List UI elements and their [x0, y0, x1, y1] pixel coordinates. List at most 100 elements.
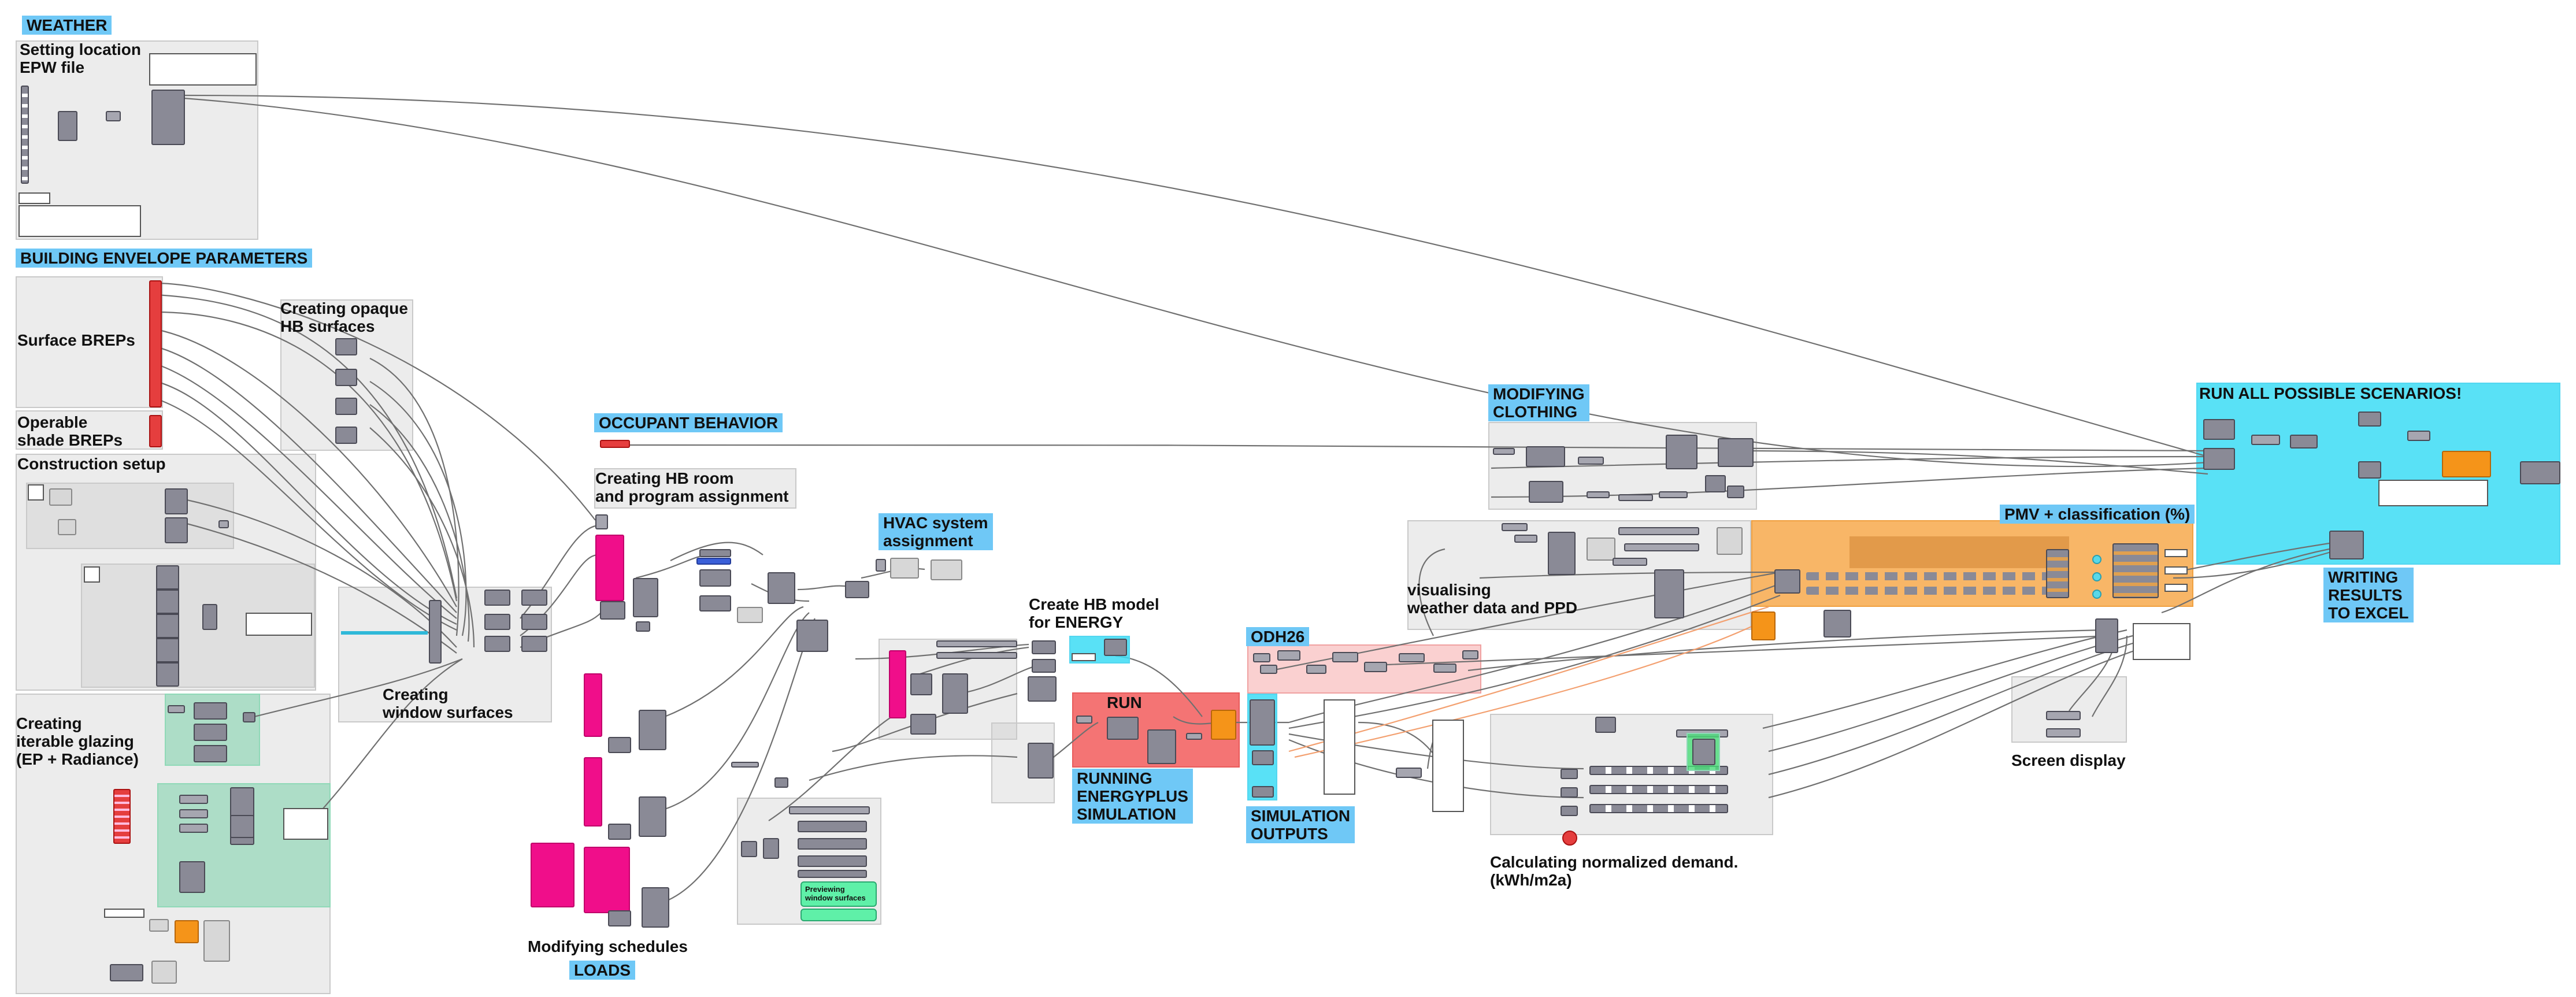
- hvac-node-1[interactable]: [890, 558, 919, 579]
- loads-node-6[interactable]: [608, 910, 631, 926]
- hb-model-panel[interactable]: [1072, 653, 1096, 661]
- hb-model-node-2[interactable]: [1032, 659, 1056, 673]
- display-node-2[interactable]: [2046, 711, 2081, 720]
- clothing-param-2[interactable]: [1578, 457, 1604, 465]
- scenario-excel-node[interactable]: [2520, 461, 2560, 484]
- hb-model-node-3[interactable]: [1028, 676, 1057, 702]
- run-energyplus-node[interactable]: [1147, 729, 1176, 764]
- preview-node-1[interactable]: [741, 841, 757, 857]
- vis-list-5[interactable]: [1613, 558, 1647, 566]
- pmv-node-2[interactable]: [1823, 610, 1851, 638]
- window-node-5[interactable]: [521, 614, 547, 630]
- preview-node-2[interactable]: [763, 838, 779, 859]
- pmv-stack-2[interactable]: [2112, 543, 2159, 598]
- clothing-param-5[interactable]: [1659, 491, 1688, 498]
- loads-node-5[interactable]: [608, 824, 631, 840]
- preview-node-6[interactable]: [798, 870, 867, 878]
- vis-list-2[interactable]: [1514, 535, 1537, 543]
- pmv-orange-node[interactable]: [1751, 611, 1776, 640]
- opaque-node-3[interactable]: [335, 398, 357, 415]
- weather-small-panel[interactable]: [18, 192, 50, 204]
- construction-toggle-2[interactable]: [84, 566, 100, 583]
- loads-node-1[interactable]: [639, 710, 666, 750]
- construction-set-stack[interactable]: [156, 565, 179, 687]
- glazing-light-node-3[interactable]: [151, 961, 177, 984]
- vis-node-2[interactable]: [1587, 538, 1615, 561]
- hvac-node-2[interactable]: [931, 559, 962, 580]
- sim-outputs-panel-2[interactable]: [1432, 720, 1464, 812]
- loads-node-7[interactable]: [774, 777, 788, 788]
- vis-node-4[interactable]: [1654, 569, 1684, 618]
- sim-outputs-node-1[interactable]: [1250, 699, 1275, 746]
- scenario-node-3[interactable]: [2251, 435, 2280, 445]
- import-epw-node[interactable]: [58, 111, 77, 141]
- scenario-node-2[interactable]: [2203, 448, 2235, 470]
- scenario-node-5[interactable]: [2358, 412, 2381, 427]
- demand-node-1[interactable]: [1595, 717, 1616, 733]
- glazing-light-node-1[interactable]: [149, 919, 169, 932]
- epw-path-panel[interactable]: [149, 53, 257, 86]
- construction-node-1[interactable]: [165, 488, 188, 514]
- odh26-node-6[interactable]: [1364, 662, 1387, 672]
- scenario-node-6[interactable]: [2358, 461, 2381, 479]
- loads-param-1[interactable]: [731, 762, 759, 768]
- clothing-node-1[interactable]: [1526, 446, 1565, 467]
- glazing-node-2[interactable]: [194, 724, 227, 741]
- opaque-node-2[interactable]: [335, 369, 357, 386]
- loads-schedule-3[interactable]: [531, 843, 574, 907]
- clothing-node-4[interactable]: [1718, 438, 1754, 467]
- clothing-node-6[interactable]: [1727, 485, 1744, 498]
- epw-param-node[interactable]: [106, 111, 121, 121]
- demand-node-4[interactable]: [1561, 806, 1578, 816]
- pmv-stack-1[interactable]: [2046, 549, 2069, 598]
- room-param[interactable]: [595, 514, 608, 529]
- opaque-node-1[interactable]: [335, 338, 357, 355]
- run-orange-node[interactable]: [1211, 710, 1236, 740]
- glazing-ratio-sliders[interactable]: [113, 789, 131, 844]
- clothing-param-1[interactable]: [1493, 448, 1515, 455]
- room-node-8[interactable]: [796, 620, 828, 652]
- display-node-1[interactable]: [2095, 618, 2118, 653]
- loads-schedule-4[interactable]: [584, 847, 630, 913]
- pmv-panel-2[interactable]: [2164, 566, 2188, 575]
- odh26-node-9[interactable]: [1462, 650, 1478, 659]
- preview-node-4[interactable]: [798, 838, 867, 850]
- clothing-param-3[interactable]: [1587, 491, 1610, 498]
- room-node-9[interactable]: [845, 581, 869, 598]
- glazing-group[interactable]: [16, 694, 331, 994]
- clothing-param-4[interactable]: [1618, 494, 1653, 501]
- occupant-behavior-param[interactable]: [600, 440, 630, 448]
- construction-node-2[interactable]: [165, 517, 188, 543]
- construction-output-panel[interactable]: [246, 613, 312, 636]
- vis-node-3[interactable]: [1717, 527, 1743, 555]
- odh26-node-2[interactable]: [1260, 665, 1277, 674]
- scenario-output-panel[interactable]: [2378, 480, 2488, 506]
- preview-node-5[interactable]: [798, 855, 867, 867]
- room-node-small[interactable]: [600, 601, 625, 620]
- hvac-cluster-node-1[interactable]: [910, 673, 932, 695]
- room-program-node[interactable]: [595, 535, 624, 601]
- room-node-2[interactable]: [636, 621, 650, 632]
- writing-results-node[interactable]: [2329, 531, 2364, 559]
- glazing-output-panel[interactable]: [283, 808, 328, 840]
- pmv-cyan-3[interactable]: [2092, 590, 2101, 599]
- construction-toggle-1[interactable]: [28, 484, 44, 501]
- run-node-1[interactable]: [1107, 717, 1139, 740]
- glazing-small-panel[interactable]: [104, 909, 144, 918]
- hvac-cluster-list-2[interactable]: [936, 652, 1017, 659]
- sim-outputs-node-4[interactable]: [1396, 768, 1422, 778]
- room-node-1[interactable]: [633, 578, 658, 617]
- window-node-1[interactable]: [484, 590, 510, 606]
- hb-room-group[interactable]: [594, 468, 796, 509]
- pmv-panel-3[interactable]: [2164, 584, 2188, 592]
- room-node-4[interactable]: [699, 569, 731, 587]
- opaque-node-4[interactable]: [335, 427, 357, 444]
- clothing-node-2[interactable]: [1529, 481, 1563, 503]
- hb-model-node-1[interactable]: [1032, 640, 1056, 654]
- glazing-merge-node[interactable]: [243, 712, 255, 722]
- pmv-node-1[interactable]: [1774, 569, 1800, 594]
- demand-stop-node[interactable]: [1562, 831, 1577, 846]
- odh26-node-8[interactable]: [1433, 664, 1456, 673]
- pmv-panel-1[interactable]: [2164, 549, 2188, 557]
- glazing-node-1[interactable]: [194, 702, 227, 720]
